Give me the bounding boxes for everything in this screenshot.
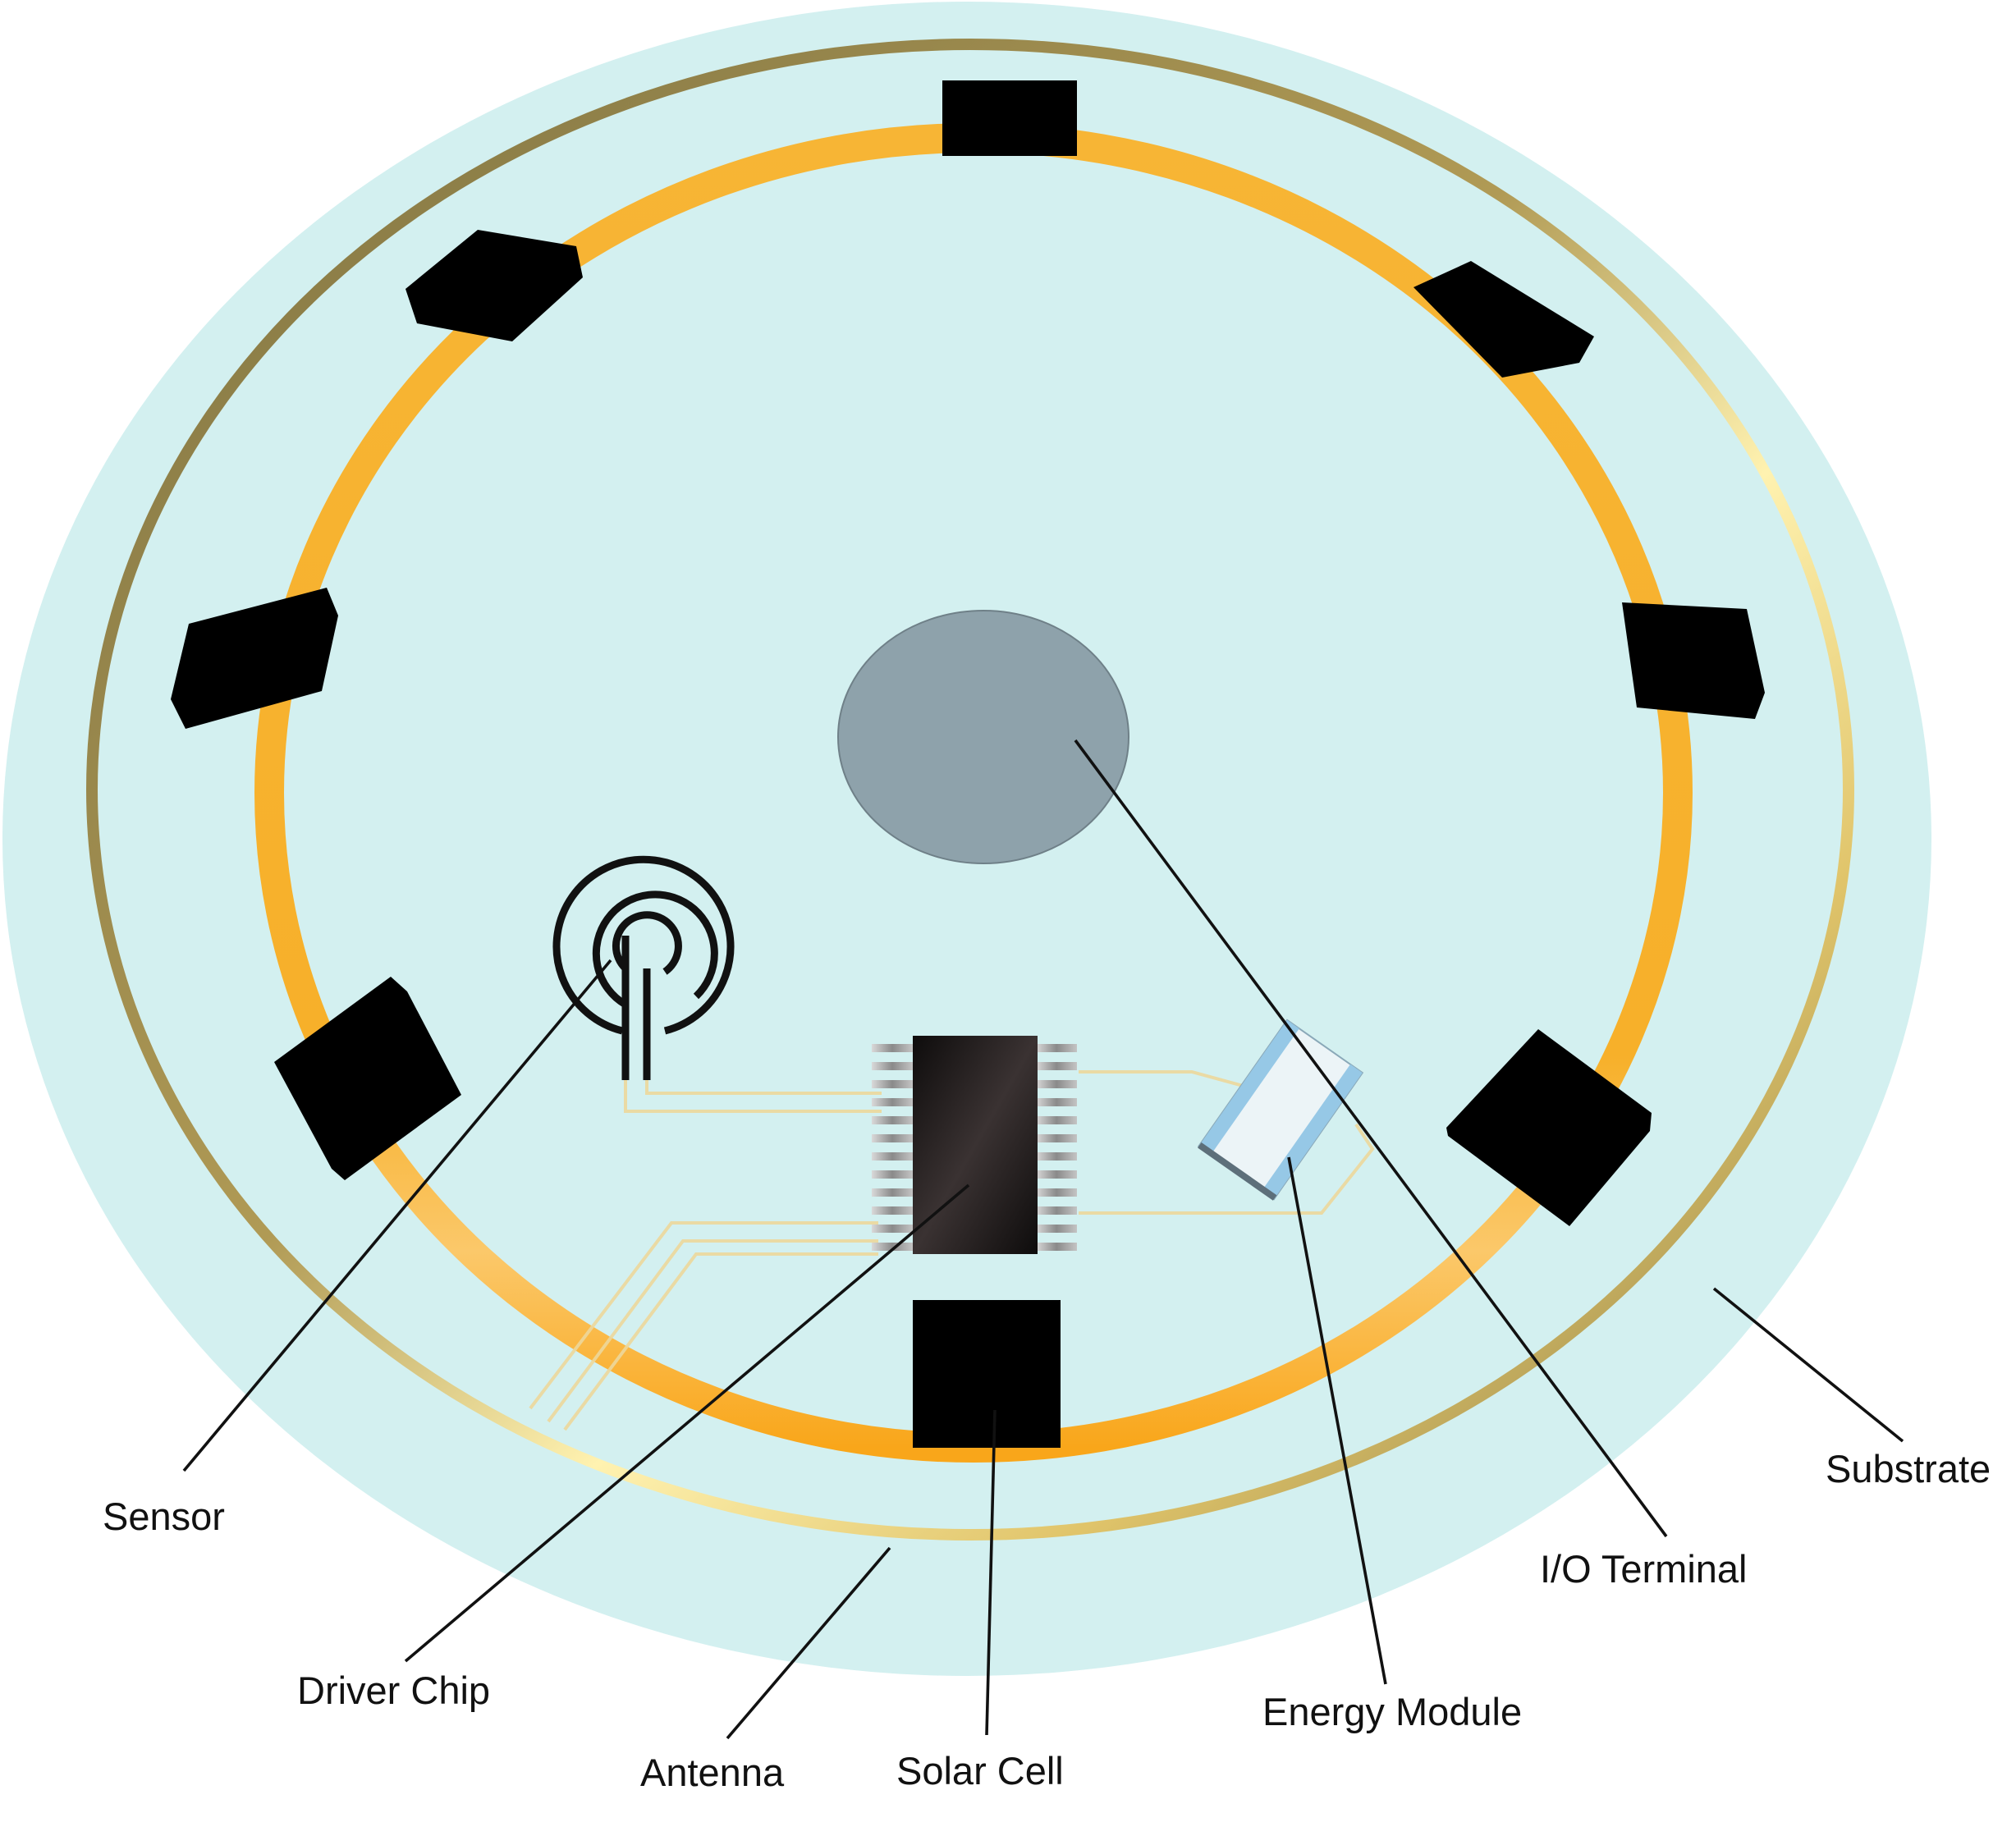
chip-pins-right [1036, 1044, 1077, 1251]
leader-driver-chip [404, 1183, 970, 1663]
pad-right [1622, 602, 1765, 719]
pad-upper-right [1413, 261, 1594, 378]
energy-module [1197, 1019, 1364, 1201]
leader-lines [182, 739, 1904, 1740]
leader-antenna [726, 1546, 891, 1740]
pad-left [171, 588, 338, 729]
chip-body [913, 1036, 1038, 1254]
label-sensor: Sensor [103, 1495, 225, 1538]
pad-lower-right [1446, 1029, 1652, 1226]
label-io-terminal: I/O Terminal [1540, 1547, 1748, 1591]
trace-energy-2 [1079, 1123, 1375, 1215]
sensor-arc-outer [552, 855, 735, 1035]
solar-cell-pad [913, 1300, 1061, 1448]
pad-top [942, 80, 1077, 156]
trace-chip-1 [529, 1221, 878, 1410]
label-substrate: Substrate [1826, 1447, 1991, 1490]
trace-chip-2 [547, 1239, 878, 1423]
antenna-ring [86, 39, 1854, 1541]
chip-pins-left [872, 1044, 913, 1251]
label-solar-cell: Solar Cell [896, 1749, 1064, 1792]
pad-lower-left [274, 977, 461, 1180]
leader-substrate [1712, 1287, 1904, 1443]
sensor-arc-middle [592, 890, 718, 1008]
sensor-arc-inner [612, 911, 682, 975]
leader-solar-cell [985, 1409, 997, 1736]
driver-chip [872, 1036, 1077, 1254]
label-antenna: Antenna [640, 1751, 785, 1794]
trace-chip-3 [563, 1252, 878, 1431]
leader-energy-module [1287, 1156, 1387, 1685]
leader-io-terminal [1074, 739, 1668, 1538]
circuit-traces [529, 1047, 1375, 1431]
pad-upper-left [405, 230, 583, 341]
sensor [552, 855, 735, 1080]
leader-sensor [182, 959, 612, 1472]
trace-energy-1 [1079, 1070, 1265, 1093]
io-terminal [837, 610, 1129, 864]
pads [171, 80, 1765, 1448]
label-energy-module: Energy Module [1262, 1690, 1522, 1733]
label-driver-chip: Driver Chip [297, 1669, 490, 1712]
